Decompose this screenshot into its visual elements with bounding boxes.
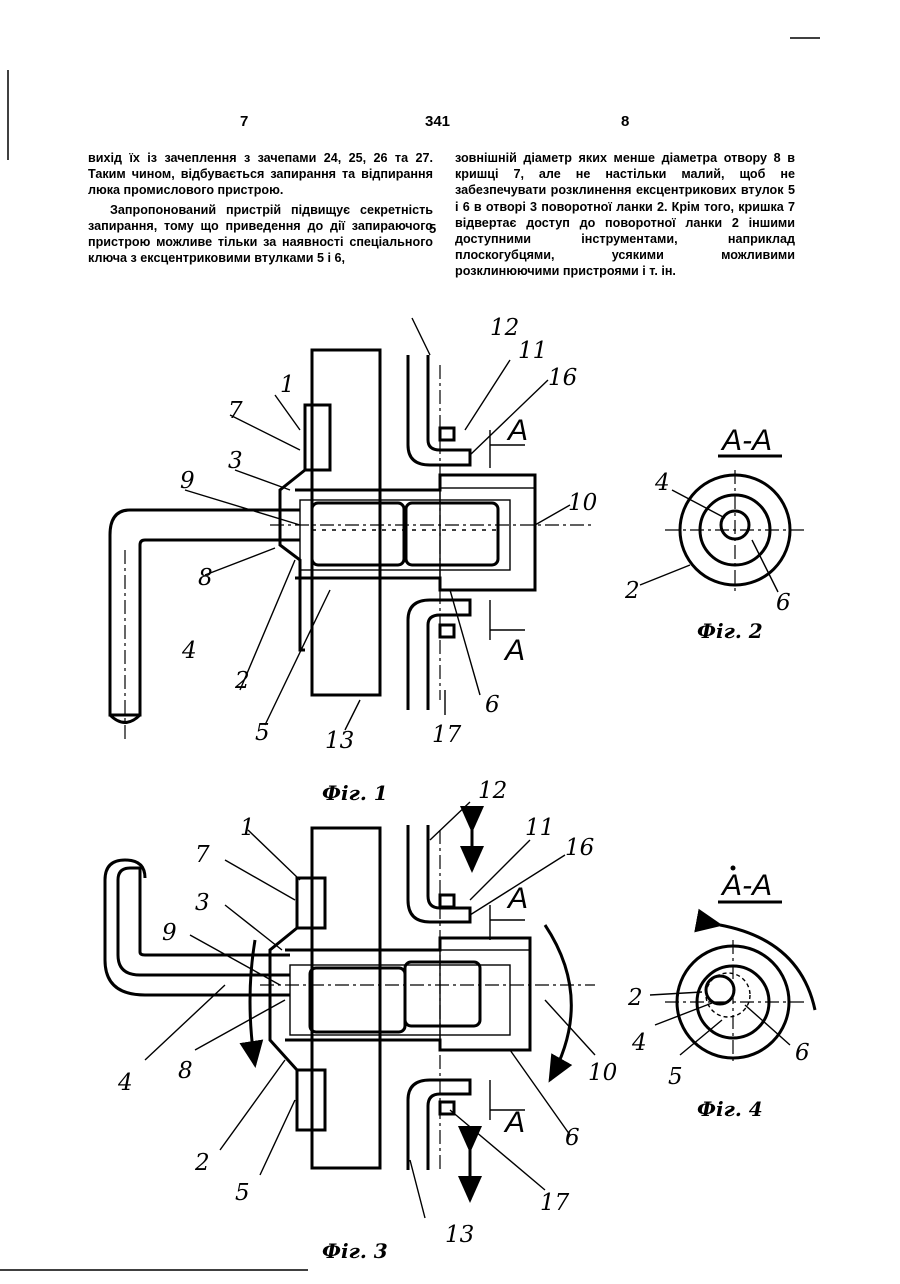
bushing-5 <box>312 503 404 565</box>
section-title: A-A <box>720 424 772 457</box>
label: 16 <box>548 365 577 391</box>
wall-section <box>312 350 380 695</box>
section-mark: A <box>503 634 525 667</box>
figure-3: 1 7 3 9 4 8 2 5 13 17 6 10 12 11 16 A A … <box>105 778 617 1263</box>
label: 3 <box>195 890 210 916</box>
label: 12 <box>490 315 519 341</box>
label: 9 <box>180 468 195 494</box>
label: 4 <box>181 638 197 664</box>
label: 5 <box>668 1064 683 1090</box>
section-title: A-A <box>720 869 772 902</box>
label: 11 <box>518 338 547 364</box>
bushing-5 <box>310 968 405 1032</box>
label: 11 <box>525 815 554 841</box>
label: 6 <box>565 1125 580 1151</box>
label: 10 <box>568 490 597 516</box>
label: 2 <box>627 985 643 1011</box>
figure-caption: Фіг. 2 <box>697 619 763 643</box>
bushing-6 <box>405 962 480 1026</box>
label: 2 <box>194 1150 210 1176</box>
label: 4 <box>117 1070 133 1096</box>
bushing-6 <box>406 503 498 565</box>
label: 7 <box>195 842 210 868</box>
label: 7 <box>228 398 243 424</box>
label: 2 <box>234 668 250 694</box>
label: 17 <box>540 1190 570 1216</box>
section-mark: A <box>503 1106 525 1139</box>
label: 4 <box>631 1030 647 1056</box>
key-handle <box>110 510 300 715</box>
section-mark: A <box>506 414 528 447</box>
label: 10 <box>588 1060 617 1086</box>
label: 2 <box>624 578 640 604</box>
figure-4: A-A 2 4 5 6 Фіг. 4 <box>627 866 815 1122</box>
latch-plate <box>305 405 330 470</box>
label: 13 <box>325 728 354 754</box>
label: 5 <box>255 720 270 746</box>
label: 1 <box>280 372 295 398</box>
label: 13 <box>445 1222 474 1248</box>
label: 4 <box>654 470 670 496</box>
section-mark: A <box>506 882 528 915</box>
label: 8 <box>178 1058 193 1084</box>
label: 6 <box>776 590 791 616</box>
figure-1: 1 7 3 9 8 4 2 5 13 17 6 10 12 11 16 A A … <box>110 315 597 805</box>
label: 17 <box>432 722 462 748</box>
figure-caption: Фіг. 4 <box>697 1097 763 1121</box>
label: 12 <box>478 778 507 804</box>
figure-2: A-A 4 2 6 Фіг. 2 <box>624 424 805 643</box>
label: 5 <box>235 1180 250 1206</box>
label: 3 <box>228 448 243 474</box>
label: 16 <box>565 835 594 861</box>
figure-caption: Фіг. 3 <box>322 1239 388 1263</box>
label: 6 <box>485 692 500 718</box>
bolt-13 <box>408 600 470 710</box>
label: 1 <box>240 815 255 841</box>
label: 9 <box>162 920 177 946</box>
label: 6 <box>795 1040 810 1066</box>
bolt-12 <box>408 355 470 465</box>
label: 8 <box>198 565 213 591</box>
figure-caption: Фіг. 1 <box>322 781 388 805</box>
bolt-13 <box>408 1080 470 1170</box>
